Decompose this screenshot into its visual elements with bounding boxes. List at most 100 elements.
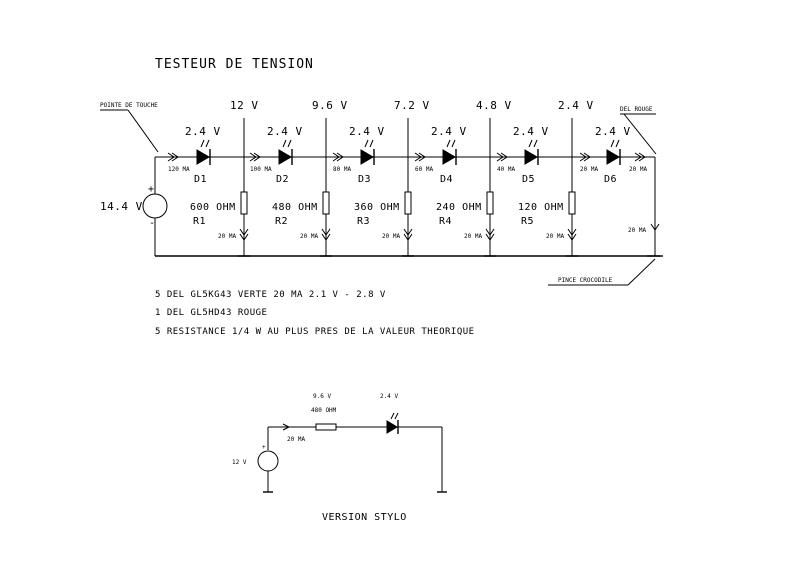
led-name-label: D5 (522, 174, 535, 185)
current-arrow (253, 152, 261, 162)
node-voltage-label: 9.6 V (312, 99, 348, 112)
led-icon (196, 149, 210, 165)
current-arrow (634, 152, 642, 162)
current-arrow (167, 152, 175, 162)
resistor-icon (240, 191, 248, 215)
resistor-value-label: 360 OHM (354, 202, 400, 213)
probe-leader-diag (127, 109, 159, 153)
led-name-label: D4 (440, 174, 453, 185)
stylo-plus: + (262, 444, 266, 451)
resistor-value-label: 120 OHM (518, 202, 564, 213)
resistor-icon (486, 191, 494, 215)
led-ray (451, 139, 456, 148)
stylo-source-label: 12 V (232, 459, 247, 466)
led-name-label: D3 (358, 174, 371, 185)
current-arrow (321, 228, 331, 236)
probe-label: POINTE DE TOUCHE (100, 102, 158, 109)
note-red-led: 1 DEL GL5HD43 ROUGE (155, 308, 267, 318)
led-voltage-label: 2.4 V (431, 125, 467, 138)
branch-current-label: 100 MA (250, 166, 272, 173)
stylo-caption: VERSION STYLO (322, 512, 407, 523)
stylo-led-ray-1 (390, 412, 395, 420)
branch-current-label: 20 MA (629, 166, 647, 173)
stylo-led-icon (386, 420, 398, 434)
current-arrow (485, 233, 495, 241)
page-title: TESTEUR DE TENSION (155, 57, 314, 72)
led-ray (282, 139, 287, 148)
current-arrow (496, 152, 504, 162)
branch-current-label: 60 MA (415, 166, 433, 173)
led-name-label: D2 (276, 174, 289, 185)
branch-current-label: 120 MA (168, 166, 190, 173)
branch-current-label: 20 MA (382, 233, 400, 240)
led-icon (442, 149, 456, 165)
led-voltage-label: 2.4 V (595, 125, 631, 138)
current-arrow (485, 228, 495, 236)
source-voltage-label: 14.4 V (100, 200, 143, 213)
stylo-res-value: 480 OHM (311, 407, 337, 414)
led-ray (528, 139, 533, 148)
current-arrow (579, 152, 587, 162)
led-icon (278, 149, 292, 165)
current-arrow (638, 152, 646, 162)
source-minus: - (149, 218, 156, 229)
stylo-res-voltage: 9.6 V (313, 393, 331, 400)
current-arrow (239, 228, 249, 236)
led-icon (524, 149, 538, 165)
led-name-label: D6 (604, 174, 617, 185)
led-icon (360, 149, 374, 165)
current-arrow (414, 152, 422, 162)
source-14v4 (142, 193, 168, 219)
current-arrow (567, 228, 577, 236)
led-ray (287, 139, 292, 148)
current-arrow (583, 152, 591, 162)
current-arrow (332, 152, 340, 162)
current-arrow (239, 233, 249, 241)
led-voltage-label: 2.4 V (349, 125, 385, 138)
branch-current-label: 40 MA (497, 166, 515, 173)
led-voltage-label: 2.4 V (267, 125, 303, 138)
current-arrow (500, 152, 508, 162)
note-green-leds: 5 DEL GL5KG43 VERTE 20 MA 2.1 V - 2.8 V (155, 290, 386, 300)
resistor-icon (568, 191, 576, 215)
node-voltage-label: 7.2 V (394, 99, 430, 112)
resistor-name-label: R1 (193, 216, 206, 227)
led-ray (610, 139, 615, 148)
led-icon (606, 149, 620, 165)
resistor-name-label: R5 (521, 216, 534, 227)
branch-current-label: 20 MA (580, 166, 598, 173)
resistor-name-label: R3 (357, 216, 370, 227)
branch-current-label: 80 MA (333, 166, 351, 173)
current-arrow (249, 152, 257, 162)
led-ray (615, 139, 620, 148)
resistor-value-label: 600 OHM (190, 202, 236, 213)
stylo-current-arrow (282, 423, 291, 431)
branch-current-label: 20 MA (546, 233, 564, 240)
stylo-source (257, 450, 279, 472)
node-voltage-label: 4.8 V (476, 99, 512, 112)
stylo-resistor (315, 423, 337, 431)
current-arrow (403, 228, 413, 236)
led-ray (533, 139, 538, 148)
led-ray (446, 139, 451, 148)
resistor-icon (322, 191, 330, 215)
led-voltage-label: 2.4 V (185, 125, 221, 138)
branch-current-label: 20 MA (464, 233, 482, 240)
current-arrow (321, 233, 331, 241)
current-arrow (567, 233, 577, 241)
led-ray (369, 139, 374, 148)
red-led-leader-diag (623, 113, 657, 155)
resistor-name-label: R2 (275, 216, 288, 227)
return-current-arrow (650, 223, 660, 231)
current-arrow (171, 152, 179, 162)
node-voltage-label: 2.4 V (558, 99, 594, 112)
clip-label: PINCE CROCODILE (558, 277, 613, 284)
branch-current-label: 20 MA (218, 233, 236, 240)
stylo-current: 20 MA (287, 436, 305, 443)
note-resistors: 5 RESISTANCE 1/4 W AU PLUS PRES DE LA VA… (155, 327, 475, 337)
led-voltage-label: 2.4 V (513, 125, 549, 138)
resistor-value-label: 240 OHM (436, 202, 482, 213)
stylo-schematic: + 12 V 9.6 V 480 OHM 2.4 V 20 MA VERSION… (232, 393, 447, 523)
resistor-value-label: 480 OHM (272, 202, 318, 213)
